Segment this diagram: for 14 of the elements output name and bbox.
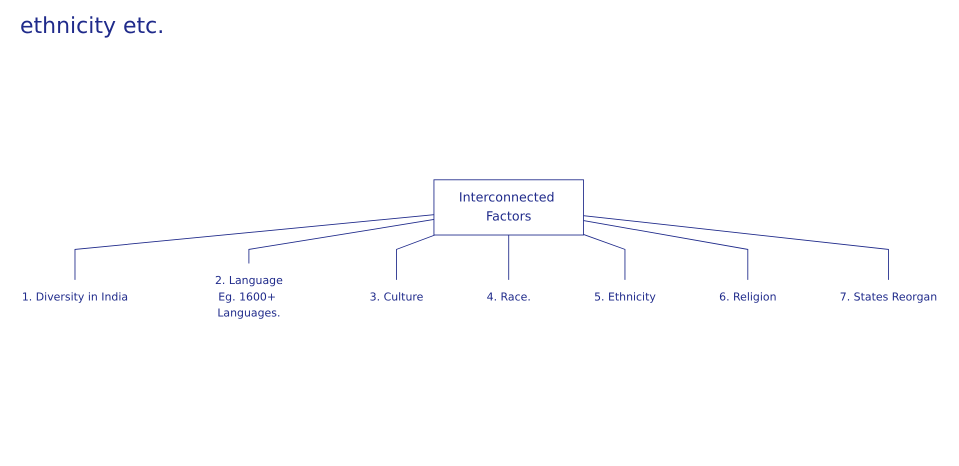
connector (508, 234, 510, 281)
node-text: 7. States Reorgan (840, 290, 938, 304)
note-text: ethnicity etc. (20, 14, 164, 39)
connector (583, 215, 889, 281)
node-text: 3. Culture (370, 290, 424, 304)
connector (74, 214, 434, 281)
connector (248, 219, 434, 264)
node-box: Interconnected Factors (434, 179, 584, 236)
node-text: 5. Ethnicity (594, 290, 656, 304)
node-text: 2. Language Eg. 1600+ Languages. (214, 274, 283, 320)
node-text: 4. Race. (486, 290, 531, 304)
node-text: 6. Religion (719, 290, 776, 304)
node-text: 1. Diversity in India (22, 290, 128, 304)
connector (583, 220, 748, 281)
